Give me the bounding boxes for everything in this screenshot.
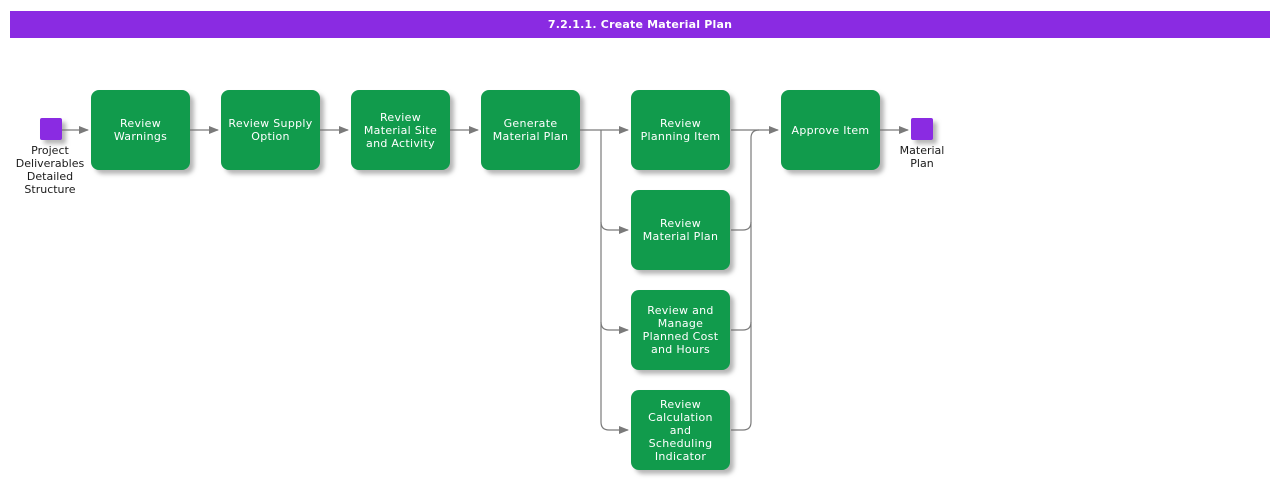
start-event-node[interactable]	[40, 118, 62, 140]
task-review-warnings[interactable]: Review Warnings	[91, 90, 190, 170]
task-review-material-plan[interactable]: Review Material Plan	[631, 190, 730, 270]
end-event-label: Material Plan	[899, 144, 945, 170]
page-title: 7.2.1.1. Create Material Plan	[547, 18, 733, 31]
task-review-supply-option[interactable]: Review Supply Option	[221, 90, 320, 170]
task-review-planning-item[interactable]: Review Planning Item	[631, 90, 730, 170]
branch-trunk-to-review-calculation	[600, 130, 629, 434]
merge-from-review-and-manage-planned	[731, 321, 752, 331]
start-event-label: Project Deliverables Detailed Structure	[15, 144, 85, 196]
merge-trunk-from-review-calculation	[731, 129, 760, 431]
end-event-node[interactable]	[911, 118, 933, 140]
merge-from-review-material-plan	[731, 221, 752, 231]
task-review-and-manage-planned-cost-and-hours[interactable]: Review and Manage Planned Cost and Hours	[631, 290, 730, 370]
task-review-calculation-and-scheduling-indicator[interactable]: Review Calculation and Scheduling Indica…	[631, 390, 730, 470]
title-bar: 7.2.1.1. Create Material Plan	[10, 11, 1270, 38]
branch-to-review-material-plan	[600, 221, 629, 234]
task-approve-item[interactable]: Approve Item	[781, 90, 880, 170]
task-generate-material-plan[interactable]: Generate Material Plan	[481, 90, 580, 170]
branch-to-review-and-manage-planned	[600, 321, 629, 334]
task-review-material-site-and-activity[interactable]: Review Material Site and Activity	[351, 90, 450, 170]
